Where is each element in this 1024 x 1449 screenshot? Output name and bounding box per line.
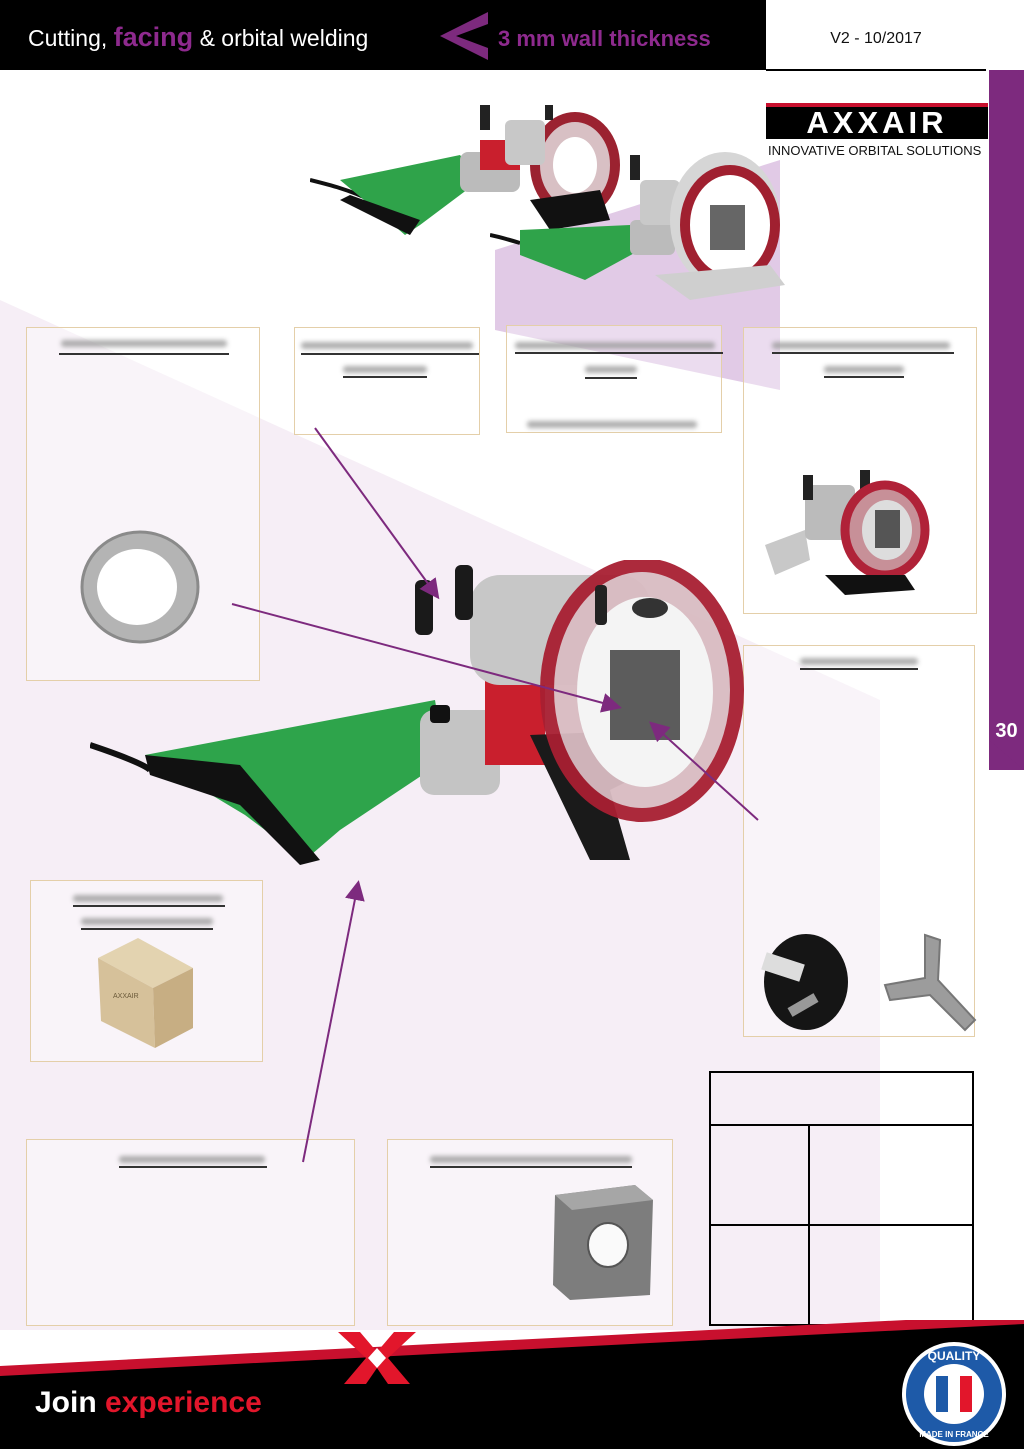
spec-table-rule: [711, 1124, 972, 1126]
page-number: 30: [995, 720, 1018, 742]
svg-text:AXXAIR: AXXAIR: [113, 993, 139, 1000]
spec-table: [709, 1071, 974, 1326]
footer-join: Join: [35, 1386, 97, 1419]
panel-tool-holder: [506, 325, 723, 433]
panel-power-unit: [26, 1139, 355, 1326]
footer-slogan: Join experience: [35, 1386, 262, 1420]
svg-text:MADE IN FRANCE: MADE IN FRANCE: [919, 1430, 989, 1439]
spec-table-rule: [711, 1224, 972, 1226]
main-machine-image: [90, 560, 744, 865]
title-highlight: facing: [113, 22, 194, 52]
logo-red-bar: [766, 103, 988, 107]
axxair-logo: AXXAIR: [766, 107, 988, 139]
svg-text:QUALITY: QUALITY: [928, 1349, 981, 1363]
title-part1: Cutting,: [28, 25, 108, 51]
version-label: V2 - 10/2017: [830, 30, 922, 47]
wall-thickness-tag: 3 mm wall thickness: [498, 26, 711, 51]
machine-image-top-left: [310, 105, 620, 235]
jaw-disc-image: [761, 934, 848, 1030]
clamping-shell-image: [80, 530, 200, 644]
machine-image-top-right: [490, 152, 785, 300]
cutting-insert-image: [553, 1185, 653, 1300]
quality-seal-icon: QUALITY MADE IN FRANCE: [902, 1342, 1006, 1446]
footer-band: [0, 1320, 1024, 1449]
panel-cutting-tool: [294, 327, 480, 435]
logo-tagline: INNOVATIVE ORBITAL SOLUTIONS: [768, 143, 982, 158]
chevron-left-icon: [440, 12, 488, 60]
header-bar: [0, 0, 766, 70]
axxair-x-logo-icon: [338, 1332, 416, 1384]
page-title: Cutting, facing & orbital welding: [28, 22, 368, 53]
header-rule: [766, 69, 986, 71]
crate-image: AXXAIR: [98, 938, 193, 1048]
spec-table-divider: [808, 1124, 810, 1326]
tri-jaw-image: [883, 933, 977, 1032]
title-part2: & orbital welding: [199, 25, 369, 51]
side-tab-arrow: [989, 740, 1024, 770]
bench-stand-image: [765, 470, 930, 595]
side-tab: [989, 70, 1024, 770]
footer-experience: experience: [105, 1386, 262, 1419]
